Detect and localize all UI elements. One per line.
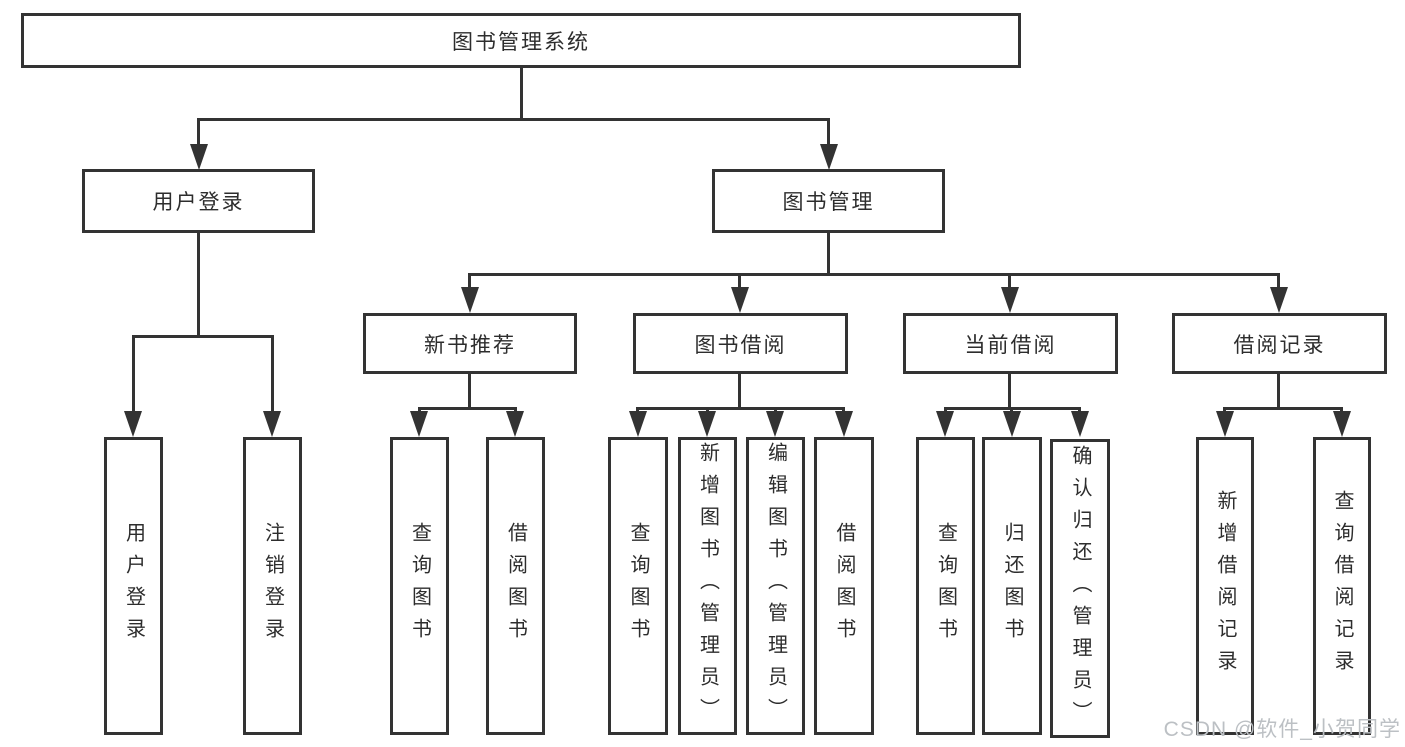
leaf-borrow-query-books: 查询图书	[608, 437, 668, 735]
leaf-borrow-borrow-books-label: 借阅图书	[833, 522, 855, 650]
arrow-down-icon	[936, 411, 954, 437]
arrow-down-icon	[1003, 411, 1021, 437]
leaf-records-add-borrow-record-label: 新增借阅记录	[1214, 490, 1236, 682]
leaf-borrow-edit-books-admin: 编辑图书（管理员）	[746, 437, 805, 735]
connector-current-borrow-stem	[1008, 374, 1011, 407]
arrow-down-icon	[410, 411, 428, 437]
leaf-recommend-query-books-label: 查询图书	[408, 522, 431, 650]
connector-book-management-drop-4	[1277, 273, 1280, 289]
node-new-book-recommend-label: 新书推荐	[424, 333, 516, 357]
connector-book-borrow-stem	[738, 374, 741, 407]
arrow-down-icon	[698, 411, 716, 437]
arrow-down-icon	[461, 287, 479, 313]
leaf-user-login-label: 用户登录	[122, 522, 145, 650]
connector-book-borrow-drop-2	[706, 407, 709, 413]
connector-borrow-records-drop-1	[1223, 407, 1226, 413]
leaf-current-query-books-label: 查询图书	[934, 522, 957, 650]
connector-book-borrow-bar	[636, 407, 845, 410]
node-book-management-system-label: 图书管理系统	[452, 30, 590, 54]
connector-user-login-drop-2	[271, 335, 274, 413]
leaf-recommend-query-books: 查询图书	[390, 437, 449, 735]
node-new-book-recommend: 新书推荐	[363, 313, 577, 374]
arrow-down-icon	[1270, 287, 1288, 313]
connector-user-login-drop-1	[132, 335, 135, 413]
connector-new-book-drop-1	[418, 407, 421, 413]
connector-new-book-stem	[468, 374, 471, 407]
connector-root-bar	[197, 118, 830, 121]
connector-borrow-records-stem	[1277, 374, 1280, 407]
connector-book-borrow-drop-1	[636, 407, 639, 413]
connector-book-management-drop-1	[468, 273, 471, 289]
connector-current-borrow-drop-1	[944, 407, 947, 413]
arrow-down-icon	[629, 411, 647, 437]
arrow-down-icon	[1333, 411, 1351, 437]
connector-root-drop-left	[197, 118, 200, 146]
arrow-down-icon	[263, 411, 281, 437]
leaf-logout-label: 注销登录	[261, 522, 284, 650]
leaf-borrow-add-books-admin: 新增图书（管理员）	[678, 437, 737, 735]
node-book-borrow-label: 图书借阅	[694, 333, 787, 357]
node-book-borrow: 图书借阅	[633, 313, 848, 374]
connector-new-book-bar	[418, 407, 517, 410]
connector-book-management-drop-2	[738, 273, 741, 289]
leaf-user-login: 用户登录	[104, 437, 163, 735]
connector-current-borrow-drop-2	[1010, 407, 1013, 413]
leaf-current-confirm-return-admin: 确认归还（管理员）	[1050, 439, 1110, 738]
leaf-current-return-books-label: 归还图书	[1001, 522, 1023, 650]
leaf-records-query-borrow-record: 查询借阅记录	[1313, 437, 1371, 735]
connector-borrow-records-drop-2	[1340, 407, 1343, 413]
arrow-down-icon	[835, 411, 853, 437]
node-borrow-records-label: 借阅记录	[1233, 333, 1326, 357]
leaf-current-return-books: 归还图书	[982, 437, 1042, 735]
leaf-records-add-borrow-record: 新增借阅记录	[1196, 437, 1254, 735]
connector-user-login-bar	[132, 335, 274, 338]
leaf-recommend-borrow-books-label: 借阅图书	[504, 522, 527, 650]
connector-book-borrow-drop-4	[842, 407, 845, 413]
leaf-recommend-borrow-books: 借阅图书	[486, 437, 545, 735]
node-user-login: 用户登录	[82, 169, 315, 233]
connector-borrow-records-bar	[1223, 407, 1343, 410]
arrow-down-icon	[766, 411, 784, 437]
arrow-down-icon	[1071, 411, 1089, 437]
leaf-current-query-books: 查询图书	[916, 437, 975, 735]
connector-user-login-stem	[197, 233, 200, 335]
connector-new-book-drop-2	[514, 407, 517, 413]
leaf-borrow-edit-books-admin-label: 编辑图书（管理员）	[764, 442, 787, 730]
connector-root-stem	[520, 68, 523, 118]
node-current-borrow-label: 当前借阅	[964, 333, 1057, 357]
connector-book-management-drop-3	[1008, 273, 1011, 289]
connector-book-management-bar	[468, 273, 1280, 276]
node-book-management-label: 图书管理	[782, 191, 875, 214]
node-book-management-system: 图书管理系统	[21, 13, 1021, 68]
csdn-watermark: CSDN @软件_小贺同学	[1163, 718, 1401, 741]
connector-root-drop-right	[827, 118, 830, 146]
arrow-down-icon	[731, 287, 749, 313]
arrow-down-icon	[124, 411, 142, 437]
arrow-down-icon	[190, 144, 208, 170]
leaf-borrow-borrow-books: 借阅图书	[814, 437, 874, 735]
arrow-down-icon	[506, 411, 524, 437]
connector-book-management-stem	[827, 233, 830, 273]
node-user-login-label: 用户登录	[152, 191, 245, 214]
node-book-management: 图书管理	[712, 169, 945, 233]
leaf-borrow-add-books-admin-label: 新增图书（管理员）	[696, 442, 719, 730]
leaf-current-confirm-return-admin-label: 确认归还（管理员）	[1069, 444, 1091, 733]
arrow-down-icon	[1216, 411, 1234, 437]
node-current-borrow: 当前借阅	[903, 313, 1118, 374]
arrow-down-icon	[820, 144, 838, 170]
leaf-records-query-borrow-record-label: 查询借阅记录	[1331, 490, 1353, 682]
leaf-borrow-query-books-label: 查询图书	[627, 522, 649, 650]
connector-current-borrow-drop-3	[1078, 407, 1081, 413]
node-borrow-records: 借阅记录	[1172, 313, 1387, 374]
connector-book-borrow-drop-3	[774, 407, 777, 413]
leaf-logout: 注销登录	[243, 437, 302, 735]
arrow-down-icon	[1001, 287, 1019, 313]
